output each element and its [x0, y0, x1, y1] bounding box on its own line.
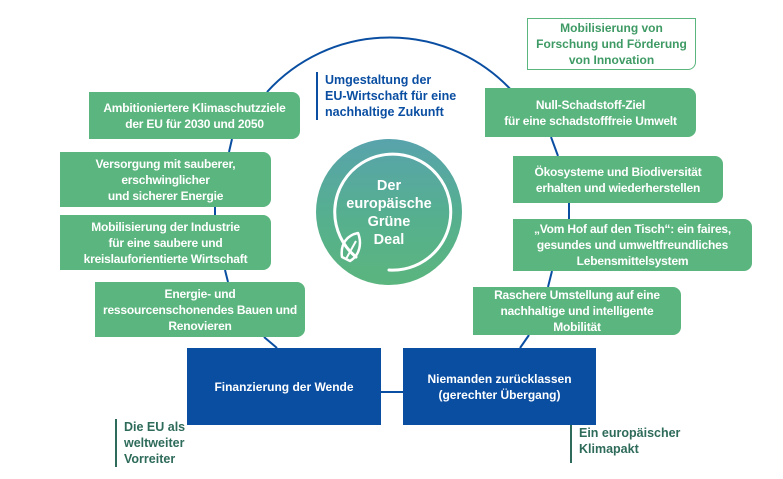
box-line: „Vom Hof auf den Tisch“: ein faires,: [533, 222, 732, 236]
leaf-ring-icon: [333, 152, 453, 272]
box-line: Finanzierung der Wende: [214, 379, 354, 394]
box-line: für eine schadstofffreie Umwelt: [504, 113, 677, 128]
box-line: (gerechter Übergang): [438, 387, 561, 402]
box-line: Ambitioniertere Klimaschutzziele: [103, 100, 286, 115]
box-line: Forschung und Förderung: [536, 37, 687, 51]
box-line: nachhaltige und intelligente: [500, 304, 654, 318]
financing-box: Finanzierung der Wende: [187, 348, 381, 425]
biodiversity-box: Ökosysteme und Biodiversität erhalten un…: [513, 156, 723, 203]
label-line: Vorreiter: [124, 452, 176, 466]
center-line: europäische: [346, 196, 432, 212]
box-line: Renovieren: [168, 318, 232, 333]
green-deal-emblem: Der europäische Grüne Deal: [316, 139, 462, 285]
box-line: für eine saubere und: [108, 235, 223, 250]
industry-box: Mobilisierung der Industrie für eine sau…: [60, 215, 271, 270]
box-line: Raschere Umstellung auf eine: [494, 288, 660, 302]
climate-targets-box: Ambitioniertere Klimaschutzziele der EU …: [89, 92, 300, 139]
just-transition-box: Niemanden zurücklassen (gerechter Überga…: [403, 348, 596, 425]
box-line: Null-Schadstoff-Ziel: [535, 97, 646, 112]
mobility-box: Raschere Umstellung auf eine nachhaltige…: [473, 287, 681, 335]
global-leader-label: Die EU als weltweiter Vorreiter: [115, 419, 185, 467]
box-line: Niemanden zurücklassen: [427, 371, 572, 386]
box-line: ressourcenschonendes Bauen und: [102, 302, 298, 317]
box-line: Versorgung mit sauberer,: [95, 156, 236, 171]
label-line: Umgestaltung der: [325, 73, 432, 87]
label-line: nachhaltige Zukunft: [325, 105, 444, 119]
center-line: Grüne: [367, 214, 411, 230]
label-line: Ein europäischer: [579, 426, 681, 440]
box-line: von Innovation: [568, 53, 655, 67]
box-line: gesundes und umweltfreundliches: [536, 238, 729, 252]
label-line: Die EU als: [124, 420, 186, 434]
box-line: Lebensmittelsystem: [576, 254, 689, 268]
zero-pollution-box: Null-Schadstoff-Ziel für eine schadstoff…: [485, 88, 696, 137]
top-label: Umgestaltung der EU-Wirtschaft für eine …: [316, 72, 456, 120]
innovation-box: Mobilisierung von Forschung und Förderun…: [527, 18, 696, 70]
box-line: Mobilisierung der Industrie: [91, 219, 240, 234]
climate-pact-label: Ein europäischer Klimapakt: [570, 425, 680, 463]
box-line: erschwinglicher: [121, 172, 210, 187]
box-line: Energie- und: [164, 286, 236, 301]
label-line: EU-Wirtschaft für eine: [325, 89, 457, 103]
box-line: Mobilität: [553, 320, 601, 334]
box-line: erhalten und wiederherstellen: [535, 180, 701, 195]
box-line: kreislauforientierte Wirtschaft: [83, 251, 248, 266]
box-line: und sicherer Energie: [107, 188, 224, 203]
box-line: Ökosysteme und Biodiversität: [534, 164, 702, 179]
label-line: Klimapakt: [579, 442, 639, 456]
clean-energy-box: Versorgung mit sauberer, erschwinglicher…: [60, 152, 271, 207]
building-box: Energie- und ressourcenschonendes Bauen …: [95, 282, 305, 337]
label-line: weltweiter: [124, 436, 185, 450]
center-line: Der: [376, 178, 402, 194]
farm-to-fork-box: „Vom Hof auf den Tisch“: ein faires, ges…: [513, 219, 752, 271]
box-line: der EU für 2030 und 2050: [125, 116, 264, 131]
center-title: Der europäische Grüne Deal: [316, 177, 462, 249]
box-line: Mobilisierung von: [560, 21, 663, 35]
center-line: Deal: [373, 232, 405, 248]
